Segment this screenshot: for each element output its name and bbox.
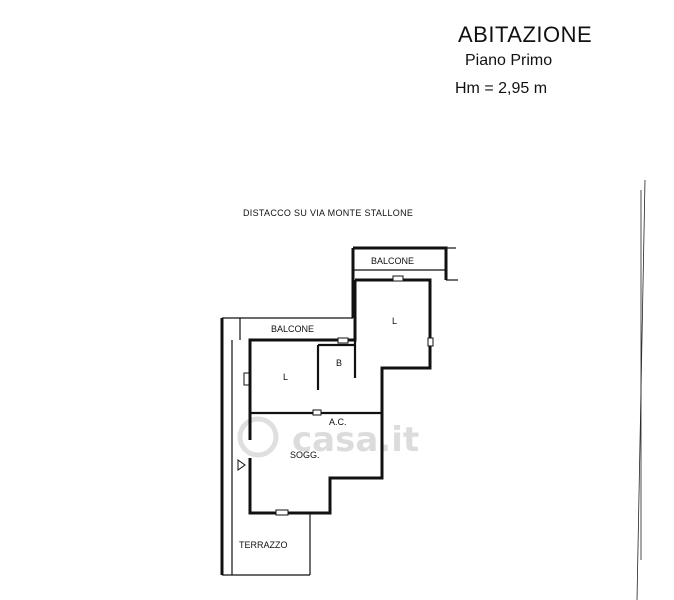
watermark: casa.it xyxy=(237,416,419,460)
outer-walls xyxy=(220,246,448,575)
room-label-l-right: L xyxy=(392,316,397,326)
floor-label: Piano Primo xyxy=(465,52,553,69)
partitions xyxy=(250,280,432,415)
room-label-terrazzo: TERRAZZO xyxy=(239,540,288,550)
street-label: DISTACCO SU VIA MONTE STALLONE xyxy=(243,208,414,218)
room-label-b: B xyxy=(336,358,342,368)
entrance-icon xyxy=(237,459,246,471)
window-markers xyxy=(243,275,434,516)
room-label-sogg: SOGG. xyxy=(290,450,320,460)
watermark-text: casa.it xyxy=(292,420,419,460)
plan-title: ABITAZIONE xyxy=(458,22,593,47)
room-label-ac: A.C. xyxy=(329,417,347,427)
ceiling-height-label: Hm = 2,95 m xyxy=(455,80,548,97)
inner-walls xyxy=(222,247,458,576)
room-label-balcone-top: BALCONE xyxy=(371,256,414,266)
room-label-balcone-left: BALCONE xyxy=(271,324,314,334)
page-edge-lines xyxy=(636,179,646,600)
room-label-l-left: L xyxy=(283,372,288,382)
